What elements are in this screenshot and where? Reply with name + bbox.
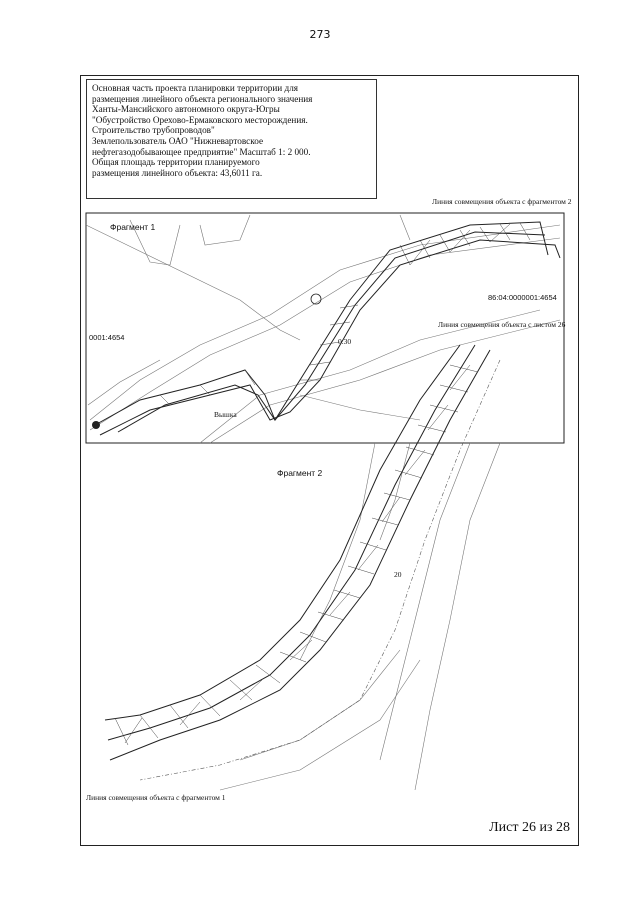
match-line-fragment2: Линия совмещения объекта с фрагментом 2	[432, 197, 572, 206]
fragment1-background-lines	[85, 214, 561, 444]
fragment2-corridor	[104, 344, 491, 761]
cadastral-code-right: 86:04:0000001:4654	[488, 293, 557, 302]
fragment1-corridor	[94, 221, 561, 436]
title-line: Строительство трубопроводов"	[92, 125, 215, 136]
title-block: Основная часть проекта планировки террит…	[86, 79, 377, 199]
title-line: нефтегазодобывающее предприятие" Масштаб…	[92, 146, 311, 157]
fragment2-label: Фрагмент 2	[277, 468, 323, 478]
fragment1-label: Фрагмент 1	[110, 222, 156, 232]
title-line: Основная часть проекта планировки террит…	[92, 83, 299, 93]
match-line-sheet26: Линия совмещения объекта с листом 26	[438, 320, 566, 329]
match-line-fragment1: Линия совмещения объекта с фрагментом 1	[86, 793, 226, 802]
title-line: размещения линейного объекта регионально…	[92, 93, 313, 104]
marker-circle	[310, 293, 322, 305]
title-line: Землепользователь ОАО "Нижневартовское	[92, 135, 264, 146]
tower-label: Вышка	[214, 410, 237, 419]
fragment1-hatching	[159, 222, 531, 406]
title-line: размещения линейного объекта: 43,6011 га…	[92, 167, 263, 178]
cadastral-code-left: 0001:4654	[89, 333, 125, 342]
title-line: Общая площадь территории планируемого	[92, 157, 260, 168]
drawing-frame	[80, 75, 579, 846]
title-line: "Обустройство Орехово-Ермаковского место…	[92, 114, 308, 125]
title-line: Ханты-Мансийского автономного округа-Югр…	[92, 104, 280, 115]
elevation-label: 20	[394, 570, 402, 579]
page-number: 273	[309, 28, 331, 41]
fragment2-guide-line	[139, 359, 501, 781]
sheet-label: Лист 26 из 28	[489, 820, 570, 835]
dimension-label: 0.30	[338, 337, 352, 346]
fragment2-background-lines	[219, 442, 501, 791]
fragment1-frame	[85, 212, 565, 444]
start-point-marker	[92, 421, 100, 429]
fragment2-hatching	[114, 364, 479, 746]
